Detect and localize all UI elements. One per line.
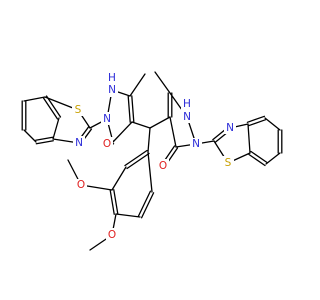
- bond: [149, 116, 171, 129]
- bond: [52, 117, 60, 140]
- atom-bg: [106, 72, 118, 84]
- atom-bg: [157, 159, 169, 172]
- atom-bg: [224, 121, 236, 134]
- atom-bg: [72, 103, 84, 116]
- atom-bg: [101, 137, 113, 150]
- bond: [127, 95, 131, 123]
- bond: [131, 95, 135, 123]
- atom-bg: [101, 112, 113, 125]
- bond: [112, 121, 133, 143]
- atom-bg: [106, 84, 118, 97]
- bond: [113, 189, 119, 215]
- atom-h-right: H: [183, 98, 191, 110]
- atom-nh-right: N: [183, 111, 191, 123]
- bond: [147, 127, 151, 153]
- bond: [154, 71, 171, 94]
- atom-o-methoxy-lower: O: [108, 229, 116, 241]
- atom-n-thiazole-right: N: [226, 122, 234, 134]
- bond: [248, 153, 266, 167]
- atom-bg: [75, 179, 87, 192]
- structure-canvas: S N N N H O N H N O N S O O: [21, 71, 283, 251]
- bond: [250, 150, 268, 164]
- atom-n1-right: N: [192, 138, 200, 150]
- bond: [247, 123, 251, 154]
- atom-bg: [190, 138, 202, 151]
- molecule-structure: S N N N H O N H N O N S O O: [21, 71, 283, 251]
- bond: [115, 213, 141, 218]
- bond: [264, 117, 281, 131]
- atom-o-methoxy-upper: O: [77, 179, 85, 191]
- bond: [42, 97, 59, 120]
- bond: [23, 96, 46, 102]
- bond: [109, 189, 115, 215]
- bond: [246, 115, 266, 123]
- atom-label-layer: S N N N H O N H N O N S O O: [72, 72, 236, 241]
- bond: [35, 136, 54, 141]
- bond: [147, 151, 153, 193]
- bond: [126, 152, 150, 170]
- bond: [124, 149, 148, 167]
- atom-n1-left: N: [103, 113, 111, 125]
- bond: [131, 121, 151, 129]
- bond: [169, 116, 177, 148]
- atom-bg: [73, 136, 85, 149]
- atom-o-left: O: [103, 138, 111, 150]
- bond: [140, 192, 155, 219]
- atom-s-left: S: [75, 104, 82, 116]
- bond: [111, 166, 127, 191]
- atom-h-left: H: [108, 72, 116, 84]
- atom-nh-left: N: [108, 84, 116, 96]
- atom-o-right: O: [159, 160, 167, 172]
- bond: [137, 190, 152, 217]
- atom-s-right: S: [225, 157, 232, 169]
- bond: [23, 129, 37, 143]
- atom-bg: [181, 98, 193, 110]
- bond: [129, 73, 146, 97]
- atom-bg: [181, 110, 193, 123]
- bond: [35, 140, 54, 145]
- bond: [247, 119, 267, 127]
- atom-bg: [106, 228, 118, 241]
- atom-n-thiazole-left: N: [75, 137, 83, 149]
- bond: [265, 152, 281, 165]
- bond: [45, 95, 62, 118]
- atom-bg: [222, 156, 234, 169]
- bond-layer: [21, 71, 283, 251]
